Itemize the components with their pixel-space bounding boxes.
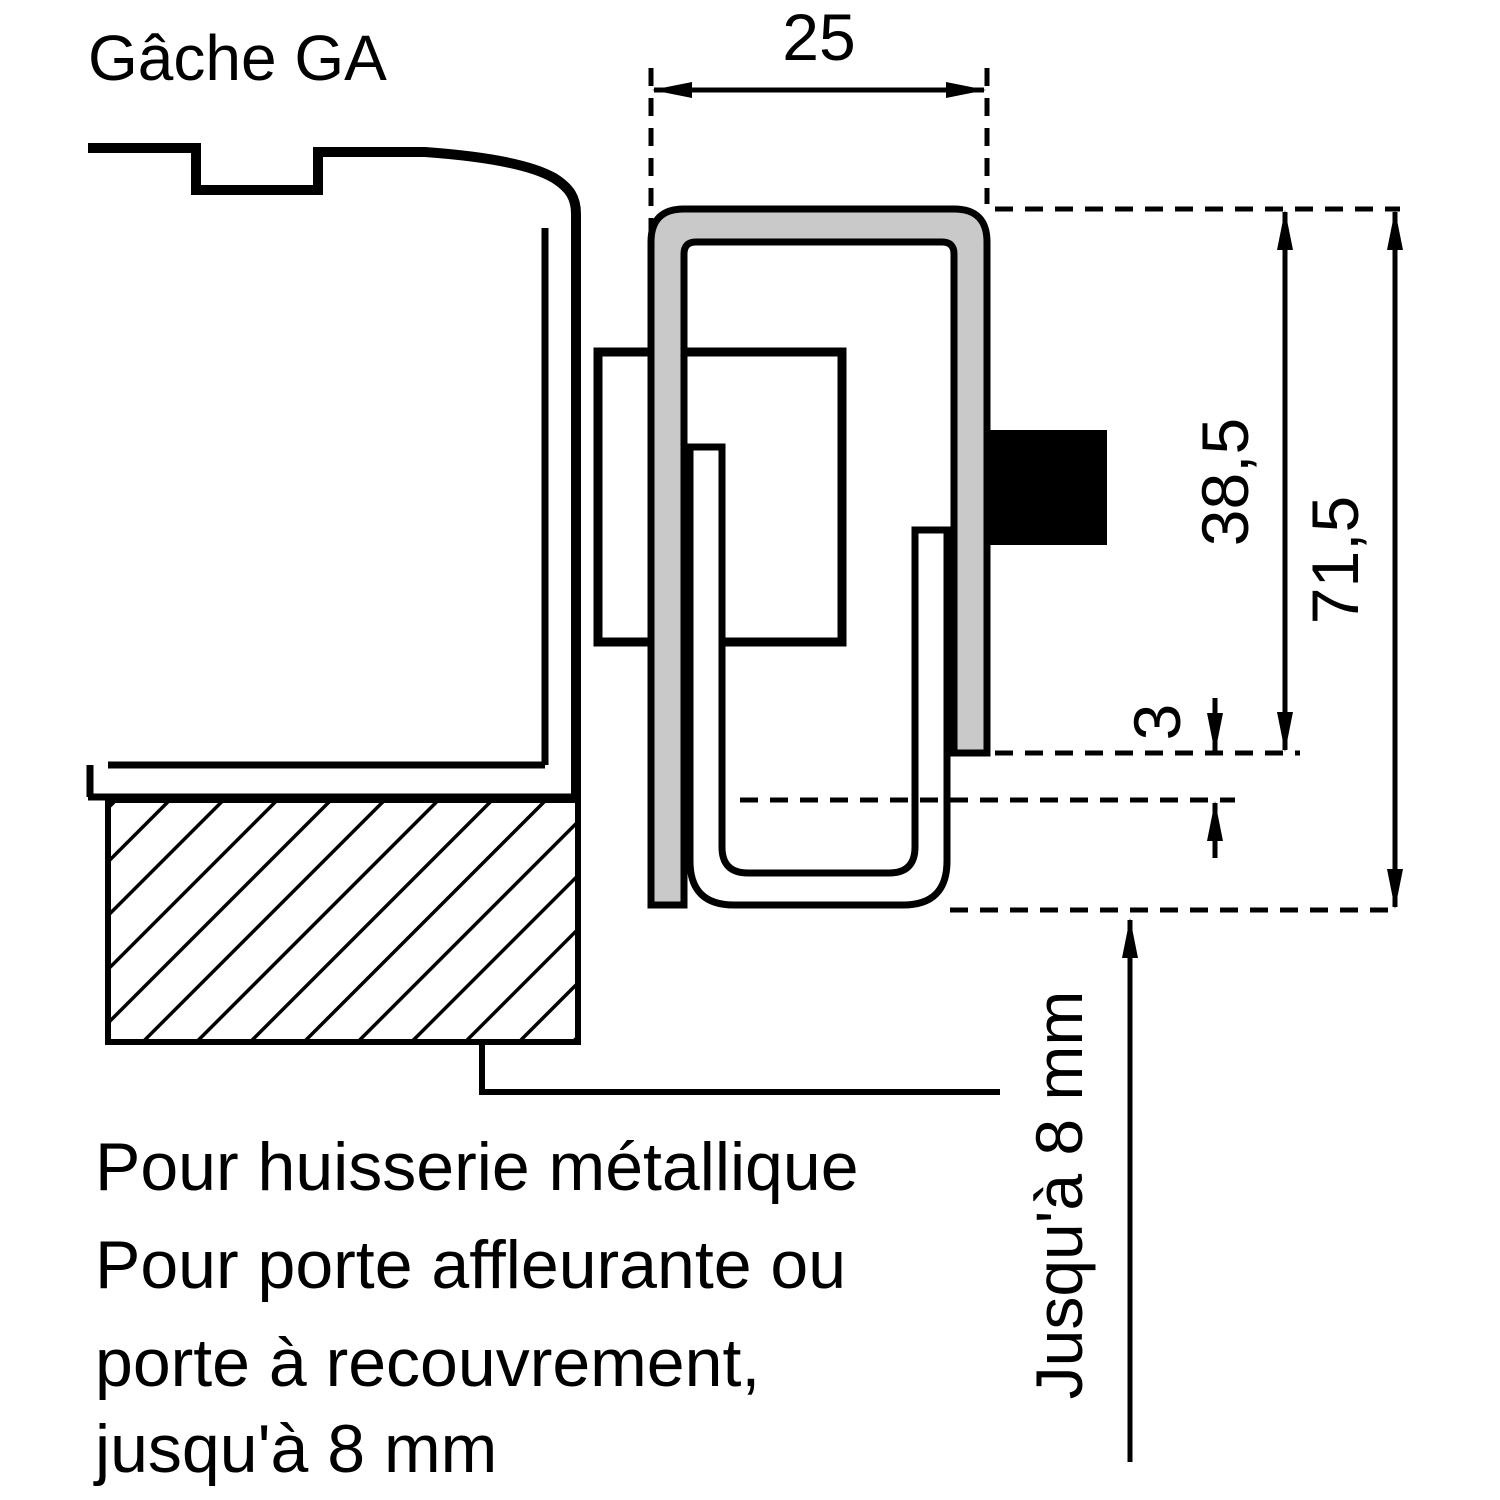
caption-line-2: Pour porte affleurante ou [95,1227,846,1303]
dim-strike-height-label: 38,5 [1188,418,1262,546]
latch-bolt [987,430,1107,545]
diagram-title: Gâche GA [88,22,387,94]
dim-total-height-label: 71,5 [1298,496,1372,624]
strike-inner-clip [686,443,951,909]
overlap-note-label: Jusqu'à 8 mm [1022,991,1096,1400]
frame-top-profile [88,143,581,797]
strike-body-profile [647,205,991,909]
frame-lower-return [479,1042,1000,1095]
caption-line-3: porte à recouvrement, [95,1325,760,1401]
wall-section-hatch [105,797,581,1045]
caption-line-4: jusqu'à 8 mm [93,1411,497,1487]
caption-line-1: Pour huisserie métallique [95,1129,859,1205]
dim-top-width-label: 25 [782,0,855,74]
dim-lip-gap-label: 3 [1120,704,1194,741]
